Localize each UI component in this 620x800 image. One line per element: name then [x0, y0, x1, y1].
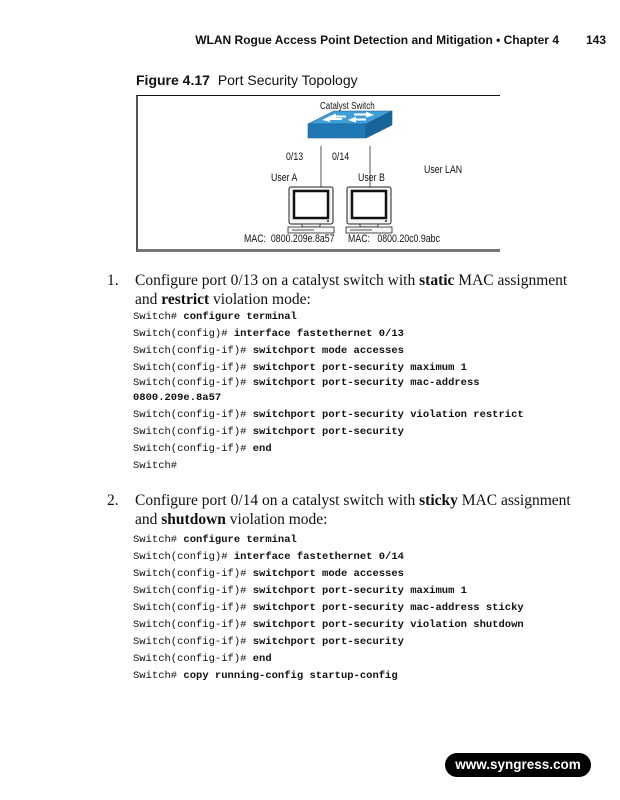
step-number: 1. [107, 272, 119, 289]
figure-frame: Catalyst Switch 0/13 0/14 User A User B … [136, 95, 500, 252]
code-line: Switch(config-if)# switchport port-secur… [133, 619, 524, 631]
page-number: 143 [585, 33, 606, 47]
mac-prefix: MAC: [348, 233, 370, 245]
code-line-continuation: 0800.209e.8a57 [133, 392, 222, 404]
emphasis-restrict: restrict [161, 291, 210, 308]
code-line: Switch(config-if)# switchport port-secur… [133, 636, 404, 648]
code-line: Switch(config-if)# switchport port-secur… [133, 362, 467, 374]
code-line: Switch(config-if)# switchport port-secur… [133, 377, 480, 389]
mac-label-user-b: MAC: 0800.20c0.9abc [348, 233, 440, 245]
step-1: 1. Configure port 0/13 on a catalyst swi… [107, 271, 577, 309]
code-line: Switch(config)# interface fastethernet 0… [133, 328, 404, 340]
topology-diagram [287, 110, 393, 234]
code-block-1: Switch# configure terminal Switch(config… [133, 309, 524, 475]
code-line: Switch(config-if)# end [133, 653, 272, 665]
code-line: Switch# [133, 460, 178, 472]
code-line: Switch(config-if)# switchport port-secur… [133, 602, 524, 614]
running-title: WLAN Rogue Access Point Detection and Mi… [195, 33, 559, 47]
switch-icon [307, 110, 393, 139]
port-label-0-14: 0/14 [332, 151, 350, 163]
figure-number: Figure 4.17 [136, 72, 210, 88]
computer-icon-user-b [345, 186, 393, 234]
code-line: Switch# configure terminal [133, 534, 297, 546]
mac-value-user-b: 0800.20c0.9abc [377, 233, 440, 245]
code-line: Switch(config-if)# end [133, 443, 272, 455]
code-line: Switch(config-if)# switchport port-secur… [133, 409, 524, 421]
code-line: Switch# configure terminal [133, 311, 297, 323]
user-b-label: User B [358, 172, 385, 184]
computer-icon-user-a [287, 186, 335, 234]
publisher-url-badge[interactable]: www.syngress.com [445, 753, 591, 777]
step-text: Configure port 0/13 on a catalyst switch… [135, 272, 568, 308]
user-lan-label: User LAN [424, 164, 463, 176]
user-a-label: User A [271, 172, 298, 184]
figure-title: Port Security Topology [217, 72, 358, 88]
figure-caption: Figure 4.17 Port Security Topology [136, 72, 358, 88]
emphasis-static: static [419, 272, 455, 289]
mac-label-user-a: MAC: 0800.209e.8a57 [244, 233, 335, 245]
mac-value-user-a: 0800.209e.8a57 [270, 233, 335, 245]
code-line: Switch(config)# interface fastethernet 0… [133, 551, 404, 563]
code-line: Switch(config-if)# switchport mode acces… [133, 568, 404, 580]
code-line: Switch(config-if)# switchport port-secur… [133, 585, 467, 597]
emphasis-sticky: sticky [419, 492, 458, 509]
switch-label: Catalyst Switch [320, 101, 375, 112]
step-text: Configure port 0/14 on a catalyst switch… [135, 492, 571, 528]
mac-prefix: MAC: [244, 233, 266, 245]
emphasis-shutdown: shutdown [161, 511, 226, 528]
code-line: Switch(config-if)# switchport port-secur… [133, 426, 404, 438]
step-2: 2. Configure port 0/14 on a catalyst swi… [107, 491, 577, 529]
code-block-2: Switch# configure terminal Switch(config… [133, 532, 524, 685]
code-line: Switch# copy running-config startup-conf… [133, 670, 398, 682]
port-label-0-13: 0/13 [286, 151, 304, 163]
step-number: 2. [107, 492, 119, 509]
code-line: Switch(config-if)# switchport mode acces… [133, 345, 404, 357]
